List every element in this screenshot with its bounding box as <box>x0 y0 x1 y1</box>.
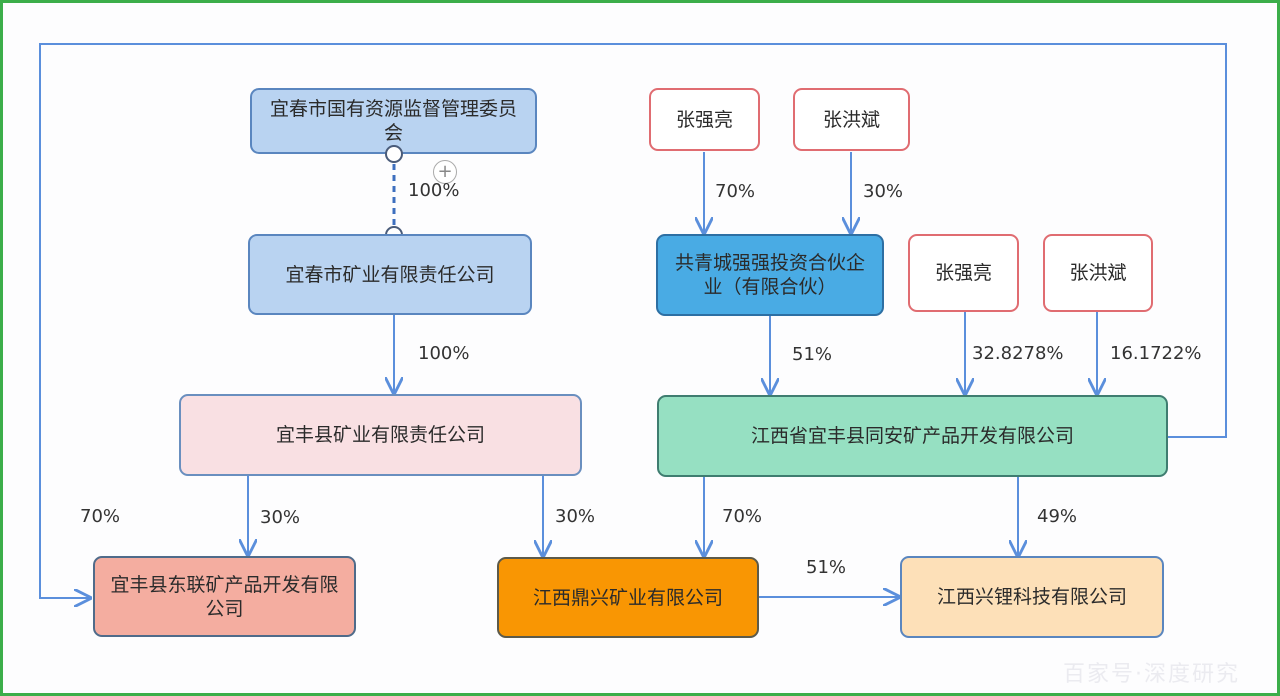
edge-label: 51% <box>792 344 833 365</box>
node-person-zhangqiangliang[interactable]: 张强亮 <box>908 234 1019 312</box>
edge-label: 70% <box>80 506 121 527</box>
watermark: 百家号·深度研究 <box>1063 662 1240 687</box>
edge-label: 70% <box>722 506 763 527</box>
node-label: 宜春市矿业有限责任公司 <box>285 263 495 286</box>
node-tongan[interactable]: 江西省宜丰县同安矿产品开发有限公司 <box>657 395 1168 477</box>
node-label: 张洪斌 <box>822 108 880 131</box>
edge-label: 70% <box>715 181 756 202</box>
node-label: 宜春市国有资源监督管理委员会 <box>269 98 517 144</box>
edge-label: 49% <box>1037 506 1078 527</box>
node-donglian[interactable]: 宜丰县东联矿产品开发有限公司 <box>93 556 356 637</box>
node-yifeng-mining[interactable]: 宜丰县矿业有限责任公司 <box>179 394 582 476</box>
edge-tongan-to-donglian <box>39 43 1227 598</box>
node-yichun-sasac[interactable]: 宜春市国有资源监督管理委员会 <box>250 88 537 154</box>
edge-label: 30% <box>863 181 904 202</box>
edge-label: 16.1722% <box>1110 343 1202 364</box>
edge-label: 100% <box>408 180 460 201</box>
node-yichun-mining[interactable]: 宜春市矿业有限责任公司 <box>248 234 532 315</box>
node-dingxing[interactable]: 江西鼎兴矿业有限公司 <box>497 557 759 638</box>
node-label: 张强亮 <box>675 108 733 131</box>
edge-label: 30% <box>555 506 596 527</box>
node-label: 张洪斌 <box>1069 262 1127 284</box>
add-icon[interactable]: + <box>433 160 457 184</box>
node-label: 张强亮 <box>934 262 992 284</box>
node-label: 宜丰县东联矿产品开发有限公司 <box>110 573 339 620</box>
edge-label: 30% <box>260 507 301 528</box>
node-label: 江西省宜丰县同安矿产品开发有限公司 <box>750 425 1074 447</box>
node-person-zhanghongbin[interactable]: 张洪斌 <box>793 88 910 151</box>
node-label: 共青城强强投资合伙企业（有限合伙） <box>674 252 865 298</box>
edge-label: 100% <box>418 343 470 364</box>
node-gongqing[interactable]: 共青城强强投资合伙企业（有限合伙） <box>656 234 884 316</box>
node-xingli[interactable]: 江西兴锂科技有限公司 <box>900 556 1164 638</box>
edge-label: 51% <box>806 557 847 578</box>
node-label: 江西兴锂科技有限公司 <box>936 586 1127 608</box>
node-label: 宜丰县矿业有限责任公司 <box>275 424 485 446</box>
edge-label: 32.8278% <box>972 343 1064 364</box>
connection-port[interactable] <box>385 145 403 163</box>
node-person-zhanghongbin[interactable]: 张洪斌 <box>1043 234 1153 312</box>
node-person-zhangqiangliang[interactable]: 张强亮 <box>649 88 760 151</box>
node-label: 江西鼎兴矿业有限公司 <box>532 586 723 609</box>
